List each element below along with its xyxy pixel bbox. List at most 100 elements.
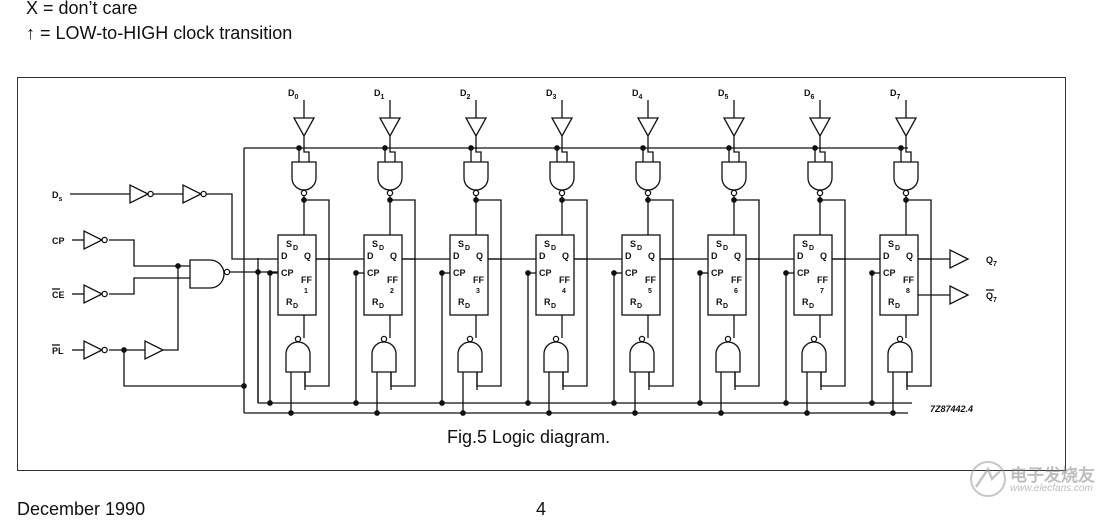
junction-dot xyxy=(546,410,552,416)
junction-dot xyxy=(804,410,810,416)
set-nand-7 xyxy=(893,161,919,191)
pl-to-bus xyxy=(123,350,244,387)
watermark-url: www.elecfans.com xyxy=(1010,483,1093,494)
ff-d-label: D xyxy=(625,251,632,261)
data-input-buffer-5 xyxy=(722,117,746,138)
junction-dot xyxy=(460,410,466,416)
ff-number-label: 4 xyxy=(562,288,566,295)
ff-cp-label: CP xyxy=(453,268,466,278)
ff-d-label: D xyxy=(797,251,804,261)
junction-dot xyxy=(632,410,638,416)
cp-inverter xyxy=(83,229,104,251)
ff-number-label: 5 xyxy=(648,288,652,295)
inversion-bubble xyxy=(300,189,308,197)
ff-sd-sub: D xyxy=(551,245,556,252)
figure-caption: Fig.5 Logic diagram. xyxy=(447,427,611,447)
flipflop-4 xyxy=(535,234,575,316)
ff-rd-label: R xyxy=(888,297,895,307)
ff-rd-label: R xyxy=(544,297,551,307)
ff-d-label: D xyxy=(281,251,288,261)
inversion-bubble xyxy=(902,189,910,197)
inversion-bubble xyxy=(730,189,738,197)
junction-dot xyxy=(387,197,393,203)
set-nand-1 xyxy=(377,161,403,191)
junction-dot xyxy=(439,270,445,276)
reset-and-2 xyxy=(457,341,483,373)
data-input-label-d1: D1 xyxy=(374,88,385,101)
q7-bar-label: Q7 xyxy=(986,291,997,304)
inversion-bubble xyxy=(386,189,394,197)
ff-number-label: 2 xyxy=(390,288,394,295)
junction-dot xyxy=(903,197,909,203)
clock-nand-gate xyxy=(189,259,225,289)
data-input-label-d2: D2 xyxy=(460,88,471,101)
inversion-bubble xyxy=(472,189,480,197)
ds-label: Ds xyxy=(52,190,63,203)
ff-sd-label: S xyxy=(544,239,550,249)
ff-d-label: D xyxy=(883,251,890,261)
junction-dot xyxy=(374,410,380,416)
ff-q-label: Q xyxy=(648,251,655,261)
inversion-bubble xyxy=(896,335,904,343)
cp-to-nand-wire xyxy=(109,239,190,267)
ff-q-label: Q xyxy=(390,251,397,261)
set-nand-2 xyxy=(463,161,489,191)
ff-sd-label: S xyxy=(286,239,292,249)
ff-ff-label: FF xyxy=(645,275,656,285)
junction-dot xyxy=(812,145,818,151)
ff-d-label: D xyxy=(711,251,718,261)
set-nand-6 xyxy=(807,161,833,191)
diagram-frame xyxy=(17,77,1066,471)
data-input-buffer-6 xyxy=(808,117,832,138)
junction-dot xyxy=(267,400,273,406)
ff-ff-label: FF xyxy=(387,275,398,285)
data-input-label-d7: D7 xyxy=(890,88,901,101)
junction-dot xyxy=(175,263,181,269)
flipflop-2 xyxy=(363,234,403,316)
legend-dont-care: X = don’t care xyxy=(26,0,138,18)
inversion-bubble xyxy=(638,335,646,343)
set-nand-4 xyxy=(635,161,661,191)
ff-rd-sub: D xyxy=(293,303,298,310)
ff-rd-sub: D xyxy=(895,303,900,310)
data-input-buffer-2 xyxy=(464,117,488,138)
inversion-bubble xyxy=(294,335,302,343)
ff-ff-label: FF xyxy=(301,275,312,285)
reset-and-0 xyxy=(285,341,311,373)
junction-dot xyxy=(869,270,875,276)
ds-to-ff1-wire xyxy=(206,193,278,260)
junction-dot xyxy=(726,145,732,151)
ff-d-label: D xyxy=(539,251,546,261)
ff-number-label: 1 xyxy=(304,288,308,295)
feedback-wire xyxy=(476,199,502,387)
ff-cp-label: CP xyxy=(883,268,896,278)
data-input-label-d5: D5 xyxy=(718,88,729,101)
data-input-label-d3: D3 xyxy=(546,88,557,101)
ff-cp-label: CP xyxy=(625,268,638,278)
data-to-nand-wire xyxy=(733,136,740,162)
data-to-nand-wire xyxy=(475,136,482,162)
junction-dot xyxy=(382,145,388,151)
legend-clock-transition: ↑ = LOW-to-HIGH clock transition xyxy=(26,23,293,43)
ff-sd-label: S xyxy=(630,239,636,249)
pl-label: PL xyxy=(52,346,64,356)
watermark-text: 电子发烧友 xyxy=(1010,466,1095,486)
reset-and-3 xyxy=(543,341,569,373)
data-input-label-d4: D4 xyxy=(632,88,643,101)
reset-and-1 xyxy=(371,341,397,373)
junction-dot xyxy=(468,145,474,151)
ff-rd-label: R xyxy=(286,297,293,307)
ff-q-label: Q xyxy=(734,251,741,261)
data-input-buffer-4 xyxy=(636,117,660,138)
data-to-nand-wire xyxy=(561,136,568,162)
junction-dot xyxy=(554,145,560,151)
junction-dot xyxy=(296,145,302,151)
ff-q-label: Q xyxy=(562,251,569,261)
footer-page-number: 4 xyxy=(536,499,547,519)
flipflop-7 xyxy=(793,234,833,316)
ff-ff-label: FF xyxy=(903,275,914,285)
junction-dot xyxy=(353,400,359,406)
feedback-wire xyxy=(820,199,846,387)
junction-dot xyxy=(301,197,307,203)
set-nand-3 xyxy=(549,161,575,191)
